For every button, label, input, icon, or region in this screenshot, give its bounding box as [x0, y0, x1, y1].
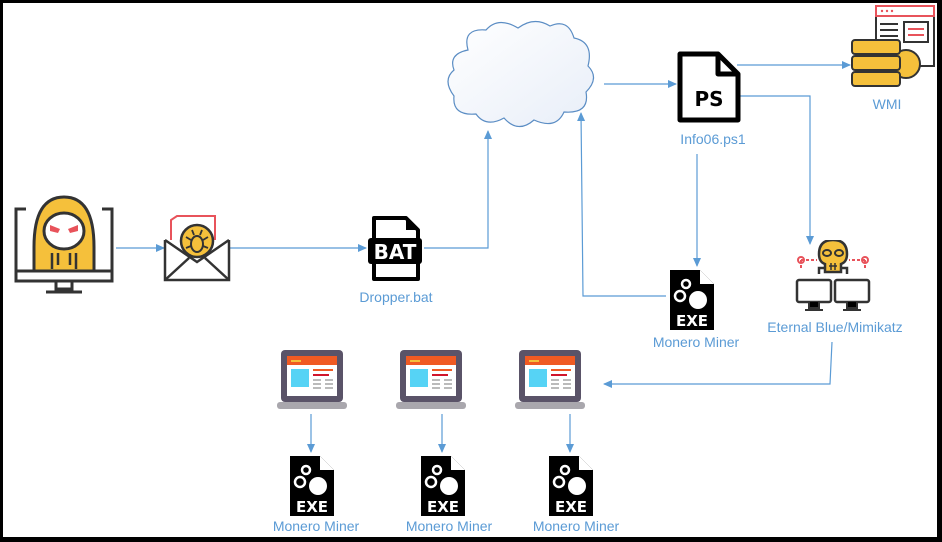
bat-file-icon: BAT: [368, 216, 422, 281]
exe-file-icon: EXE: [290, 456, 334, 516]
laptop-icon: [277, 350, 347, 409]
victim-miner-3[interactable]: EXE: [547, 454, 595, 518]
miner-main-label: Monero Miner: [652, 334, 740, 350]
script-label: Info06.ps1: [680, 131, 746, 147]
victim-laptop-2[interactable]: [396, 350, 466, 414]
victim-laptop-3[interactable]: [515, 350, 585, 414]
phishing-email-node[interactable]: [163, 214, 231, 282]
dropper-node[interactable]: BAT: [366, 216, 424, 282]
email-bug-icon: [163, 215, 231, 282]
dropper-label: Dropper.bat: [359, 289, 433, 305]
file-badge: EXE: [676, 312, 708, 330]
exploit-label: Eternal Blue/Mimikatz: [767, 319, 903, 335]
script-node[interactable]: PS: [676, 50, 742, 124]
laptop-icon: [515, 350, 585, 409]
wmi-node[interactable]: [850, 4, 938, 90]
database-gear-icon: [851, 5, 935, 87]
ps-file-icon: PS: [677, 51, 741, 123]
miner-main-node[interactable]: EXE: [668, 268, 716, 332]
victim-miner-1-label: Monero Miner: [272, 518, 360, 534]
file-badge: BAT: [374, 240, 417, 264]
victim-miner-1[interactable]: EXE: [288, 454, 336, 518]
exploit-node[interactable]: [795, 238, 871, 312]
hacker-monitor-icon: [14, 195, 114, 294]
laptop-icon: [396, 350, 466, 409]
victim-miner-3-label: Monero Miner: [532, 518, 620, 534]
file-badge: EXE: [296, 498, 328, 516]
edge-dropper-cloud: [424, 130, 492, 249]
skull-network-icon: [795, 238, 871, 311]
victim-miner-2[interactable]: EXE: [419, 454, 467, 518]
edge-exploit-victims: [603, 341, 833, 388]
file-badge: EXE: [427, 498, 459, 516]
exe-file-icon: EXE: [549, 456, 593, 516]
victim-laptop-1[interactable]: [277, 350, 347, 414]
attacker-node[interactable]: [12, 195, 116, 299]
cloud-icon: [447, 20, 595, 128]
edge-miner-cloud: [577, 112, 666, 297]
file-badge: EXE: [555, 498, 587, 516]
wmi-label: WMI: [872, 96, 902, 112]
cloud-node[interactable]: [446, 16, 606, 134]
exe-file-icon: EXE: [421, 456, 465, 516]
file-badge: PS: [694, 87, 723, 111]
edge-script-exploit: [740, 95, 814, 245]
exe-file-icon: EXE: [670, 270, 714, 330]
victim-miner-2-label: Monero Miner: [405, 518, 493, 534]
